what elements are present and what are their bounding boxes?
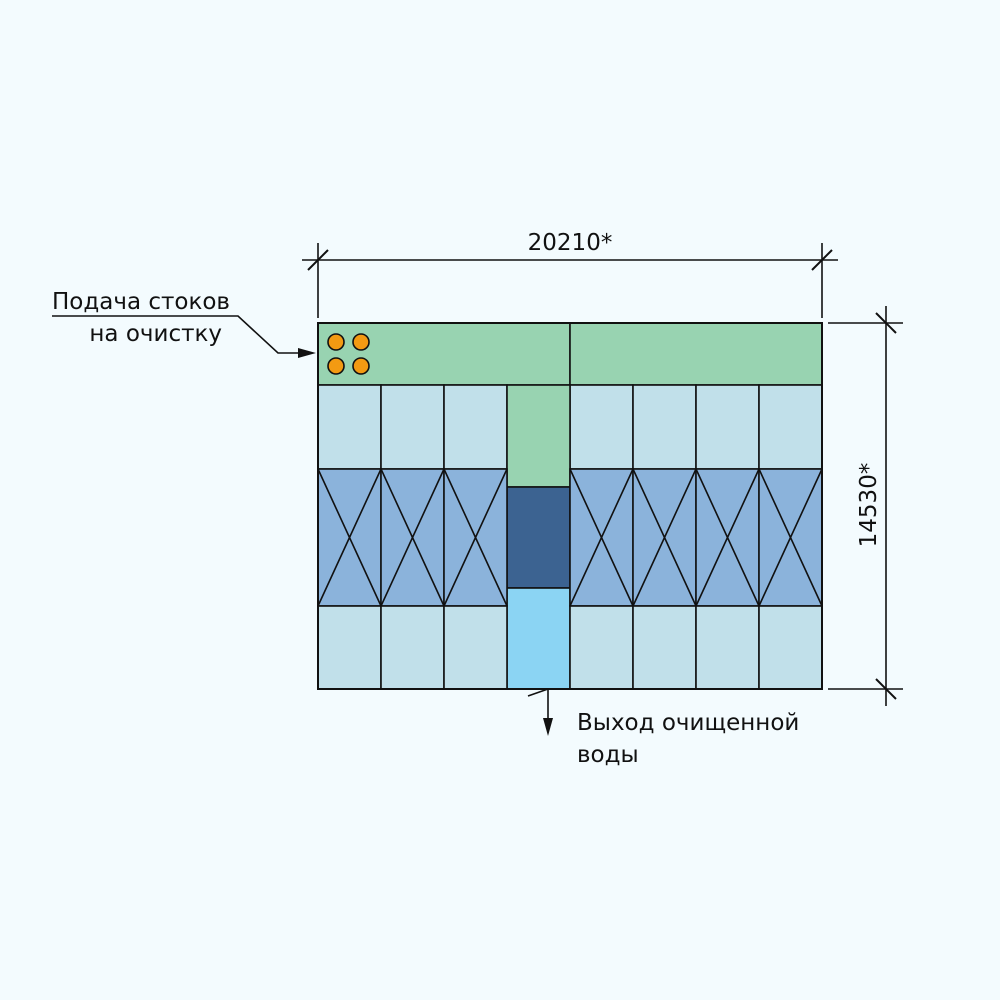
upper-cell <box>758 384 823 470</box>
width-dimension-label: 20210* <box>528 230 613 256</box>
dimension-tick-icon <box>811 249 833 271</box>
inlet-channel-left <box>317 322 571 386</box>
filter-cell <box>443 468 508 607</box>
width-dimension: 20210* <box>302 230 838 318</box>
upper-cell <box>695 384 760 470</box>
lower-cell <box>317 605 382 690</box>
upper-cell <box>317 384 382 470</box>
plant-outline <box>317 322 823 690</box>
inlet-label-line1: Подача стоков <box>52 289 230 315</box>
filter-cell <box>758 468 823 607</box>
central-channel-dark <box>506 486 571 589</box>
lower-cell <box>695 605 760 690</box>
upper-cell <box>443 384 508 470</box>
filter-cell <box>317 468 382 607</box>
filter-row <box>317 468 823 607</box>
filter-cell <box>632 468 697 607</box>
inlet-pipes <box>327 333 370 375</box>
pipe-marker-icon <box>352 333 370 351</box>
upper-tank-row <box>317 384 823 470</box>
height-dimension-label: 14530* <box>856 463 882 548</box>
central-channel-inflow <box>506 384 571 488</box>
upper-cell <box>380 384 445 470</box>
lower-cell <box>380 605 445 690</box>
lower-cell <box>632 605 697 690</box>
filter-cell <box>380 468 445 607</box>
inlet-channel-right <box>569 322 823 386</box>
outlet-callout: Выход очищенной воды <box>527 688 799 768</box>
upper-cell <box>569 384 634 470</box>
arrow-right-icon <box>298 348 316 358</box>
central-channel-outlet <box>506 587 571 690</box>
filter-cell <box>695 468 760 607</box>
inlet-label-line2: на очистку <box>89 321 222 347</box>
upper-cell <box>632 384 697 470</box>
lower-tank-row <box>317 605 823 690</box>
pipe-marker-icon <box>327 357 345 375</box>
lower-cell <box>443 605 508 690</box>
dimension-tick-icon <box>307 249 329 271</box>
inlet-channel <box>317 322 823 386</box>
height-dimension: 14530* <box>828 306 903 706</box>
outlet-label-line1: Выход очищенной <box>577 710 799 736</box>
dimension-tick-icon <box>875 678 897 700</box>
lower-cell <box>758 605 823 690</box>
outlet-label-line2: воды <box>577 742 639 768</box>
inlet-callout: Подача стоков на очистку <box>52 289 316 358</box>
pipe-marker-icon <box>352 357 370 375</box>
central-channel <box>506 384 571 690</box>
arrow-down-icon <box>543 718 553 736</box>
lower-cell <box>569 605 634 690</box>
dimension-tick-icon <box>875 312 897 334</box>
pipe-marker-icon <box>327 333 345 351</box>
filter-cell <box>569 468 634 607</box>
